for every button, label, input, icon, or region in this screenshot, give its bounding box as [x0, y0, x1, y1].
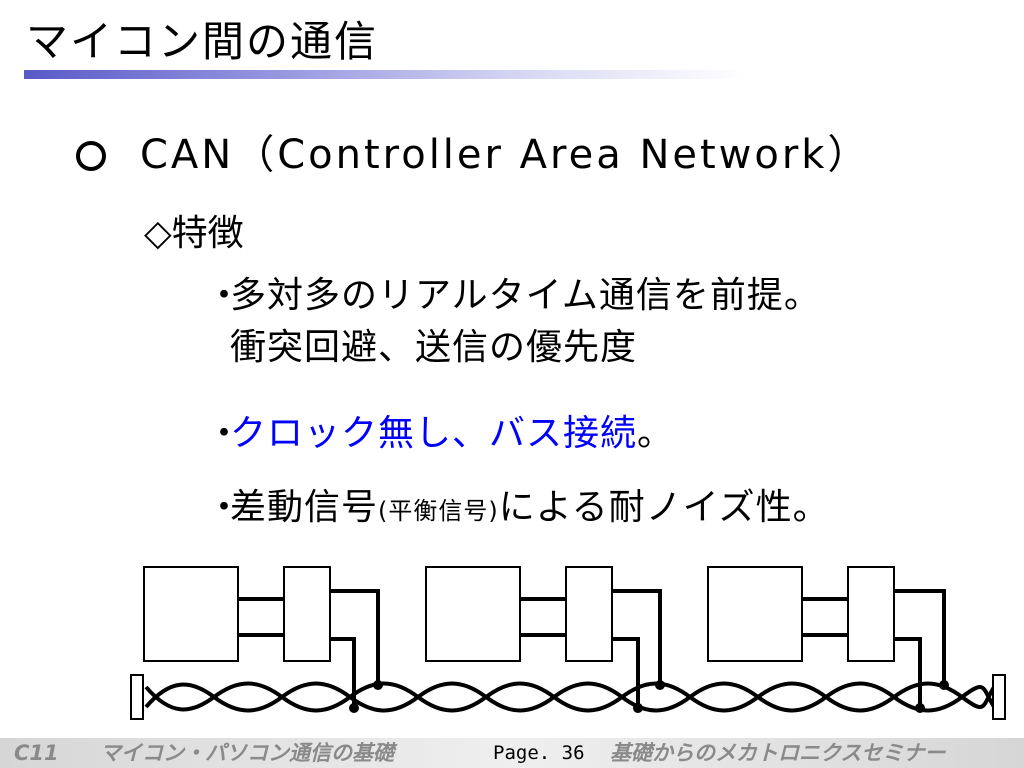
bullet-1-line-1: 多対多のリアルタイム通信を前提。 — [230, 275, 821, 316]
footer-code: C11 — [14, 741, 59, 765]
can-bus-diagram — [130, 566, 1006, 720]
bullet-mark: ・ — [206, 413, 244, 454]
bullet-item-3: ・差動信号(平衡信号)による耐ノイズ性。 — [206, 482, 830, 537]
terminator-left — [130, 674, 144, 720]
bullet-item-2: ・クロック無し、バス接続。 — [206, 408, 674, 460]
node-1-bus-tap — [330, 589, 380, 708]
bullet-3-small: (平衡信号) — [378, 497, 499, 525]
bullet-1-line-2: 衝突回避、送信の優先度 — [230, 327, 638, 368]
twisted-pair-wire-b — [144, 681, 996, 713]
terminator-right — [992, 674, 1006, 720]
node-1-link — [238, 597, 284, 637]
node-3-transceiver — [847, 566, 895, 662]
footer-series: 基礎からのメカトロニクスセミナー — [610, 741, 946, 765]
bullet-mark: ・ — [206, 487, 244, 528]
node-1-mcu — [143, 566, 239, 662]
subheading: ◇特徴 — [144, 213, 244, 254]
node-2-bus-tap — [612, 589, 662, 708]
title-underline — [24, 70, 744, 79]
footer-page-number: Page. 36 — [493, 742, 585, 764]
bullet-item-1: ・多対多のリアルタイム通信を前提。 衝突回避、送信の優先度 — [206, 270, 821, 374]
node-1-transceiver — [283, 566, 331, 662]
footer-bar: C11 マイコン・パソコン通信の基礎 Page. 36 基礎からのメカトロニクス… — [0, 738, 1024, 768]
node-2-link — [520, 597, 566, 637]
bullet-mark: ・ — [206, 275, 244, 316]
slide-title: マイコン間の通信 — [26, 17, 379, 66]
node-2-transceiver — [565, 566, 613, 662]
heading-text: CAN（Controller Area Network） — [140, 132, 871, 178]
footer-topic: マイコン・パソコン通信の基礎 — [100, 741, 394, 765]
circle-bullet-icon — [76, 141, 106, 171]
bullet-2-end: 。 — [637, 413, 675, 454]
bullet-3-rest: による耐ノイズ性。 — [498, 487, 830, 528]
node-3-mcu — [707, 566, 803, 662]
bullet-2-highlight: クロック無し、バス接続 — [230, 413, 638, 454]
node-2-mcu — [425, 566, 521, 662]
node-3-link — [802, 597, 848, 637]
bullet-3-main: 差動信号 — [230, 487, 379, 528]
section-heading: CAN（Controller Area Network） — [76, 128, 870, 182]
